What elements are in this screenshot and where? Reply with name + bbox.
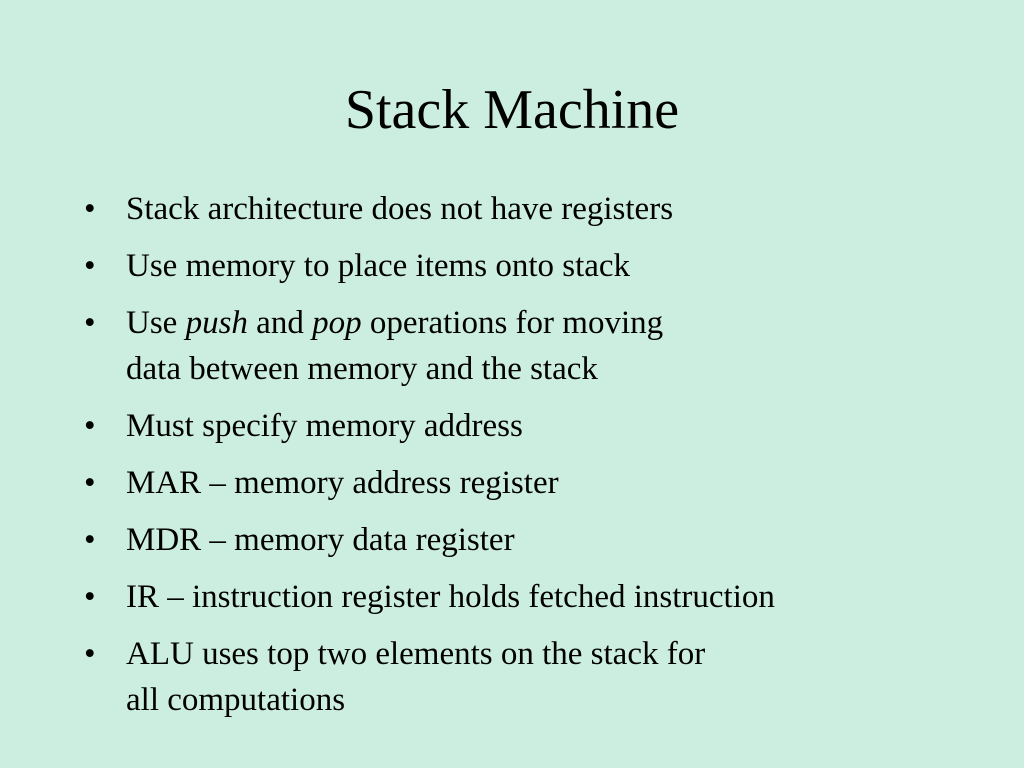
bullet-text-segment: Use bbox=[126, 305, 186, 341]
bullet-point-icon: • bbox=[84, 248, 96, 284]
bullet-text-continued: data between memory and the stack bbox=[126, 351, 598, 387]
bullet-item: • MAR – memory address register bbox=[84, 460, 984, 506]
bullet-item: • Use push and pop operations for moving… bbox=[84, 300, 984, 392]
bullet-text: Use memory to place items onto stack bbox=[126, 248, 631, 284]
bullet-text: MDR – memory data register bbox=[126, 522, 515, 558]
bullet-text: ALU uses top two elements on the stack f… bbox=[126, 636, 706, 672]
bullet-point-icon: • bbox=[84, 522, 96, 558]
bullet-text: Use push and pop operations for moving bbox=[126, 300, 984, 346]
bullet-text-segment: operations for moving bbox=[361, 305, 664, 341]
bullet-item: • Must specify memory address bbox=[84, 403, 984, 449]
bullet-text: Stack architecture does not have registe… bbox=[126, 191, 674, 227]
bullet-point-icon: • bbox=[84, 579, 96, 615]
bullet-text-continued: all computations bbox=[126, 682, 346, 718]
bullet-list: • Stack architecture does not have regis… bbox=[84, 186, 984, 734]
bullet-point-icon: • bbox=[84, 305, 96, 341]
bullet-item: • IR – instruction register holds fetche… bbox=[84, 574, 984, 620]
bullet-text: MAR – memory address register bbox=[126, 465, 559, 501]
slide-title: Stack Machine bbox=[344, 79, 680, 141]
keyword-pop: pop bbox=[312, 305, 362, 341]
bullet-item: • Stack architecture does not have regis… bbox=[84, 186, 984, 232]
bullet-item: • Use memory to place items onto stack bbox=[84, 243, 984, 289]
bullet-text: Must specify memory address bbox=[126, 408, 523, 444]
bullet-item: • ALU uses top two elements on the stack… bbox=[84, 631, 984, 723]
bullet-point-icon: • bbox=[84, 636, 96, 672]
bullet-point-icon: • bbox=[84, 465, 96, 501]
keyword-push: push bbox=[185, 305, 248, 341]
bullet-text-segment: and bbox=[247, 305, 313, 341]
bullet-point-icon: • bbox=[84, 408, 96, 444]
bullet-text: IR – instruction register holds fetched … bbox=[126, 579, 775, 615]
bullet-point-icon: • bbox=[84, 191, 96, 227]
bullet-item: • MDR – memory data register bbox=[84, 517, 984, 563]
